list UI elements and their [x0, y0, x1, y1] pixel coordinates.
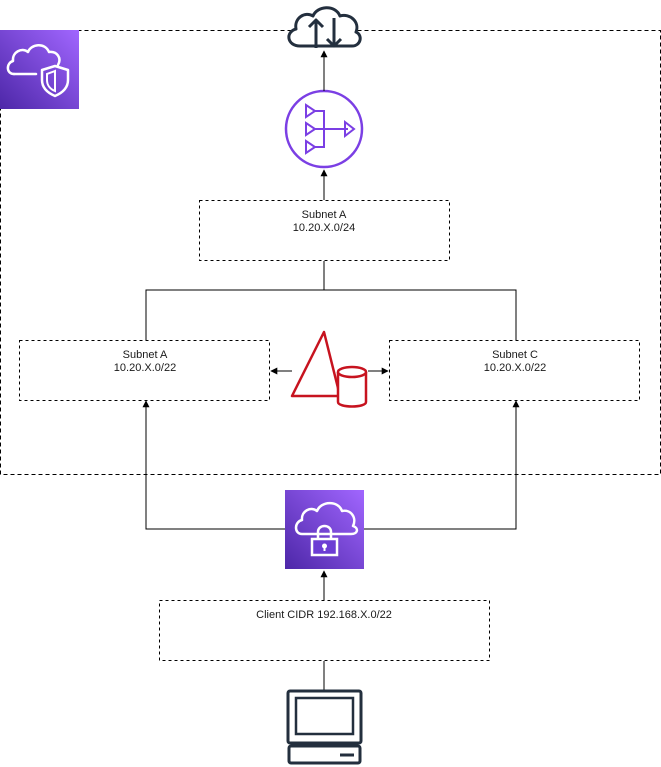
subnet-left-title: Subnet A [123, 349, 168, 361]
connector-split-left [145, 289, 324, 340]
client-cidr-label: Client CIDR 192.168.X.0/22 [256, 609, 392, 621]
arrow-vpn-to-right [364, 400, 520, 530]
subnet-left-box: Subnet A 10.20.X.0/22 [19, 340, 270, 401]
subnet-top-title: Subnet A [302, 209, 347, 221]
subnet-right-title: Subnet C [492, 349, 538, 361]
subnet-top-box: Subnet A 10.20.X.0/24 [199, 200, 450, 261]
arrow-vpn-to-left [142, 400, 285, 530]
subnet-left-cidr: 10.20.X.0/22 [114, 362, 176, 374]
client-cidr-box: Client CIDR 192.168.X.0/22 [159, 600, 490, 661]
triangle-database-icon [290, 330, 368, 408]
nat-gateway-icon [284, 89, 364, 169]
cloud-upload-download-icon [287, 6, 362, 48]
subnet-right-cidr: 10.20.X.0/22 [484, 362, 546, 374]
cloud-shield-icon [0, 30, 79, 109]
cloud-lock-icon [285, 490, 364, 569]
computer-terminal-icon [286, 689, 363, 765]
subnet-top-cidr: 10.20.X.0/24 [293, 222, 355, 234]
subnet-right-box: Subnet C 10.20.X.0/22 [389, 340, 640, 401]
connector-split-right [324, 289, 517, 340]
